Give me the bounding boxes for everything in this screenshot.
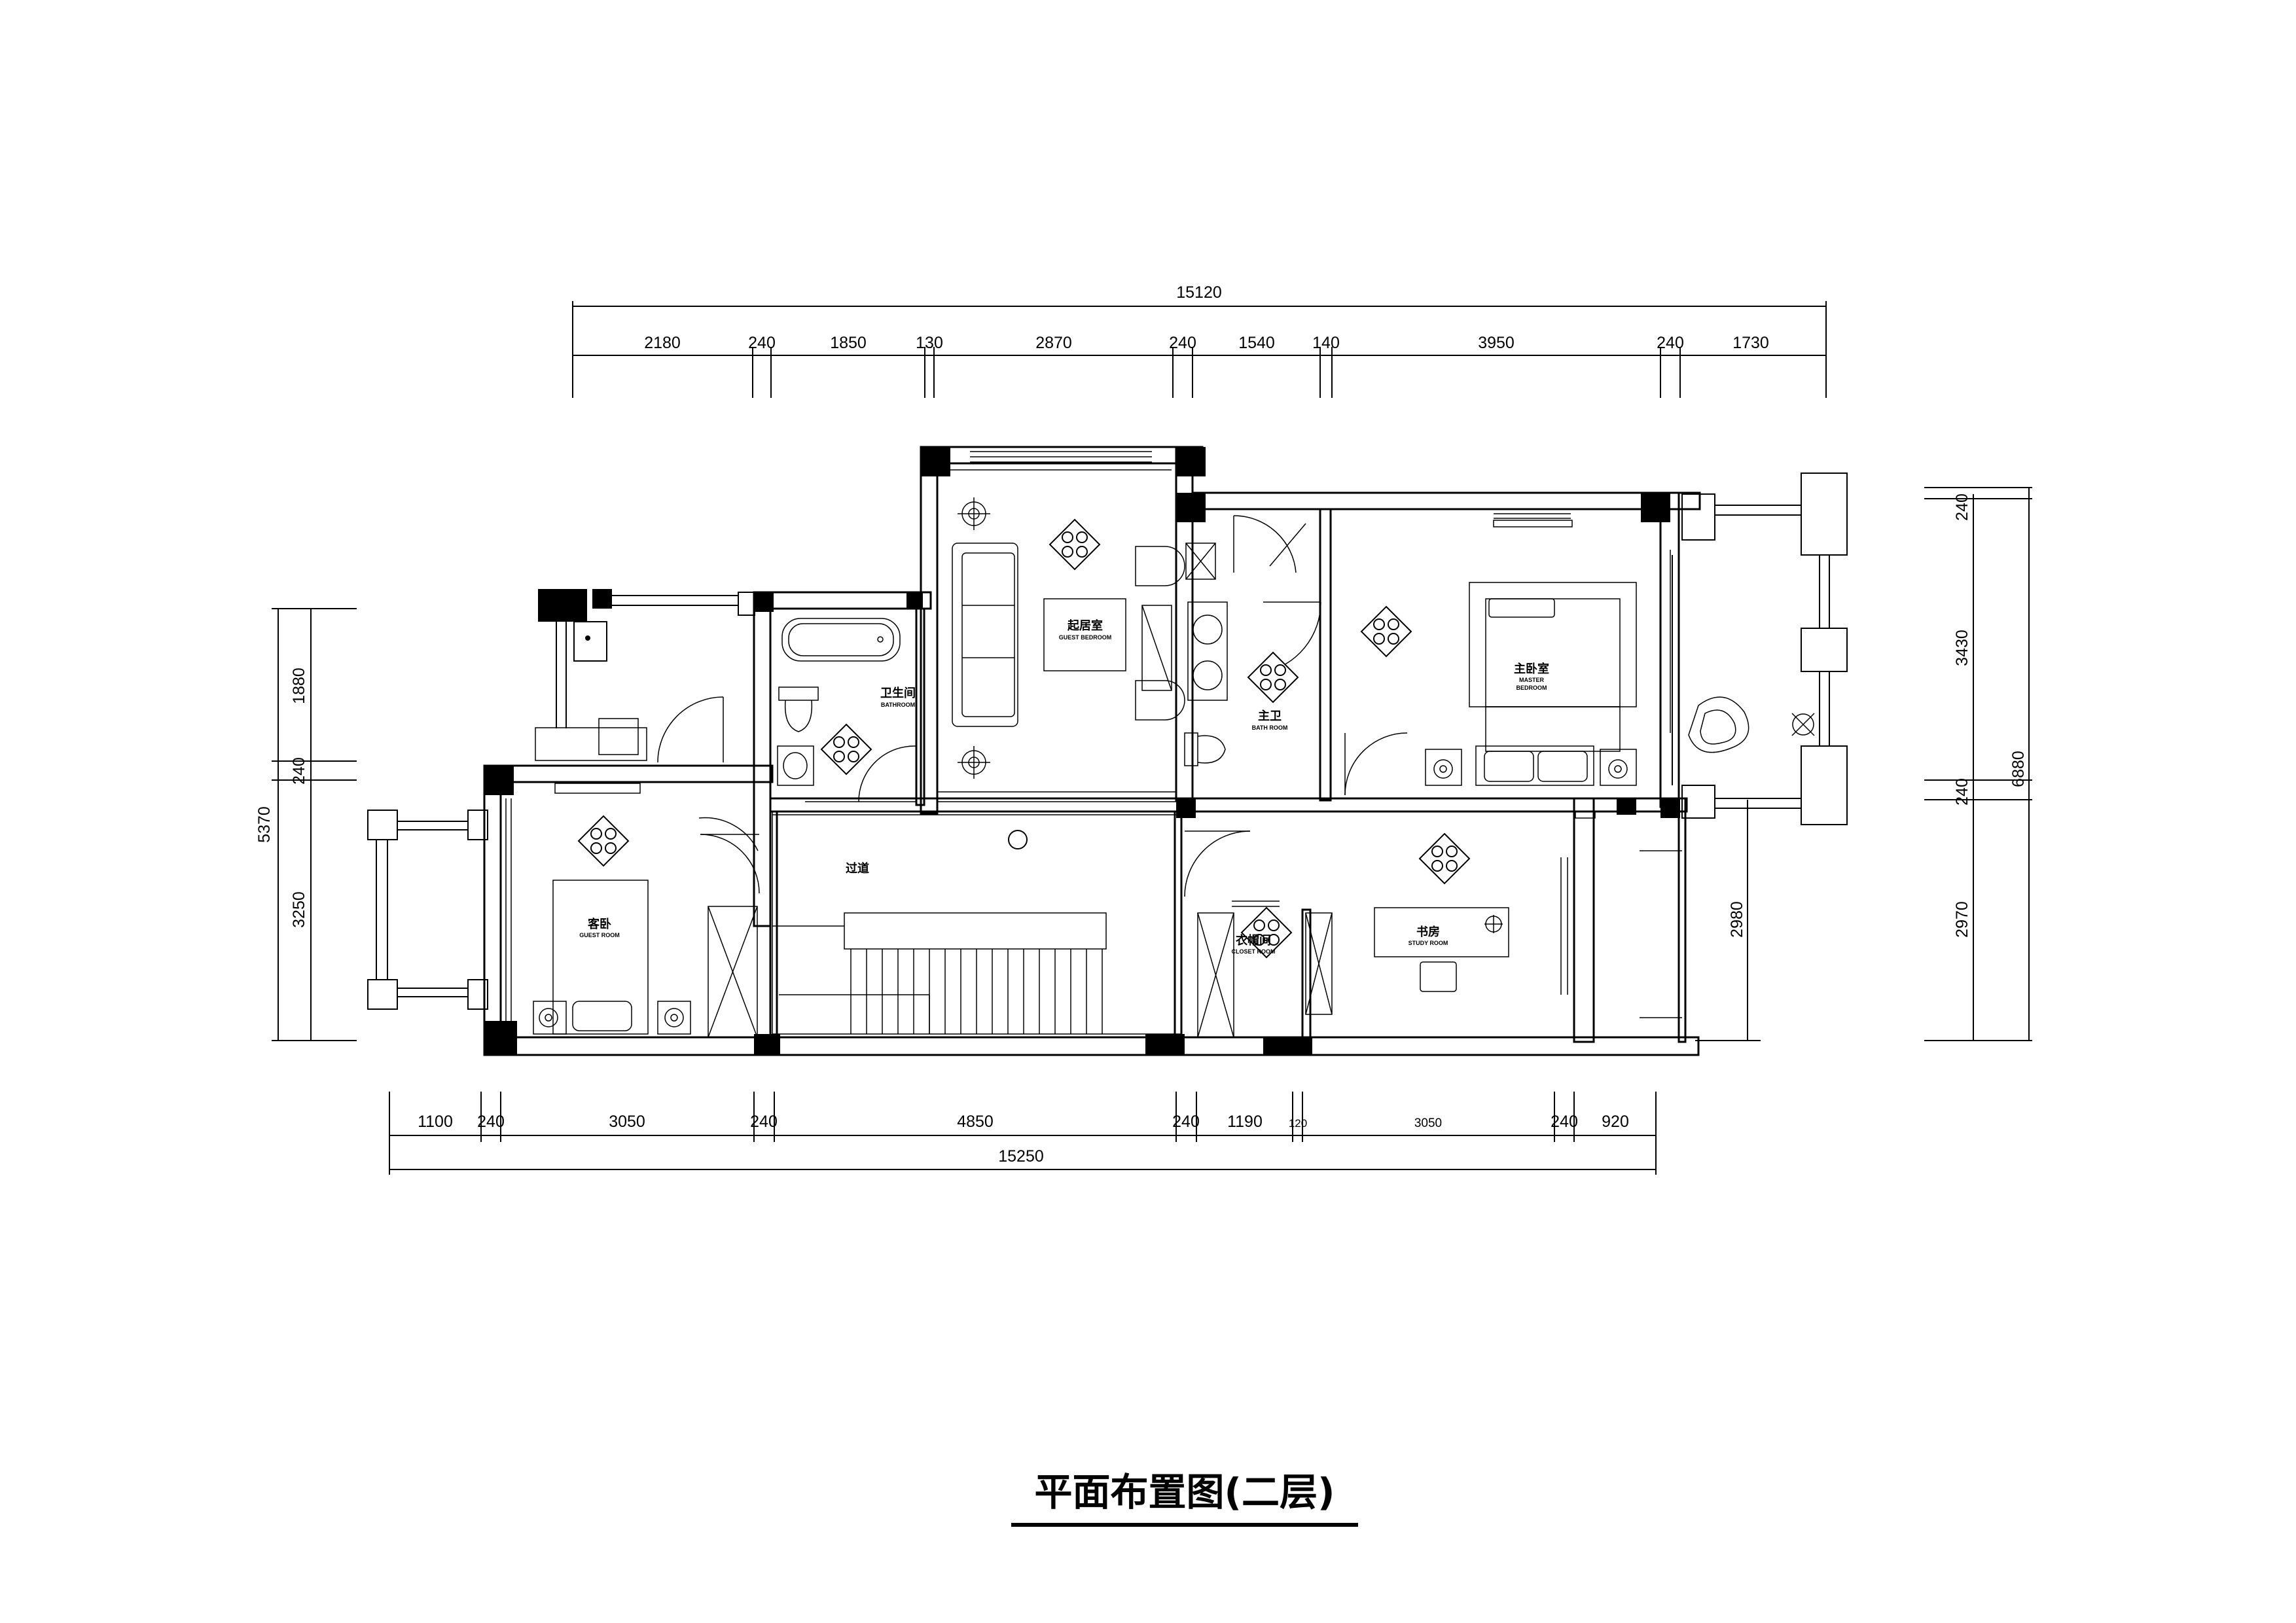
top-dim-7: 1540 — [1238, 334, 1275, 352]
bottom-dim-1: 1100 — [418, 1113, 453, 1131]
bathroom-label-en: BATHROOM — [881, 702, 915, 708]
right-dimension-labels: 240 3430 240 2970 6880 2980 — [1728, 493, 2028, 938]
guest-room-label-en: GUEST ROOM — [579, 932, 620, 938]
top-dim-2: 240 — [748, 334, 776, 352]
room-labels: 起居室 GUEST BEDROOM 卫生间 BATHROOM 主卫 BATH R… — [579, 618, 1549, 955]
top-dim-9: 3950 — [1478, 334, 1515, 352]
bottom-dim-2: 240 — [477, 1113, 505, 1131]
right-dim-4: 2970 — [1953, 901, 1971, 938]
left-dim-2: 240 — [290, 757, 308, 785]
corridor-label: 过道 — [846, 861, 869, 876]
top-dimension-lines — [572, 301, 1827, 398]
bottom-total-dim: 15250 — [998, 1147, 1044, 1166]
top-dimension-labels: 15120 2180 240 1850 130 2870 240 1540 14… — [644, 283, 1769, 352]
closet-label: 衣帽间 — [1236, 933, 1271, 948]
top-total-dim: 15120 — [1176, 283, 1222, 302]
bathroom-label: 卫生间 — [880, 686, 916, 700]
top-dim-11: 1730 — [1732, 334, 1769, 352]
right-dim-3: 240 — [1953, 778, 1971, 806]
bottom-dim-9: 3050 — [1414, 1116, 1442, 1130]
diamond-tags — [577, 518, 1471, 959]
right-dim-1: 240 — [1953, 493, 1971, 521]
master-bedroom-label: 主卧室 — [1514, 662, 1549, 676]
bottom-dim-10: 240 — [1551, 1113, 1578, 1131]
top-dim-8: 140 — [1312, 334, 1340, 352]
master-bath-label-en: BATH ROOM — [1252, 724, 1288, 731]
closet-label-en: CLOSET ROOM — [1232, 948, 1276, 955]
bottom-dimension-labels: 1100 240 3050 240 4850 240 1190 120 3050… — [418, 1113, 1629, 1166]
master-bath-label: 主卫 — [1258, 709, 1282, 723]
left-dimension-lines — [272, 608, 357, 1041]
master-bedroom-label-en: MASTER — [1519, 677, 1545, 683]
study-label-en: STUDY ROOM — [1408, 940, 1448, 946]
north-west-balcony — [556, 592, 755, 728]
guest-room-label: 客卧 — [588, 917, 611, 931]
left-dim-1: 1880 — [290, 668, 308, 704]
bottom-dim-4: 240 — [750, 1113, 778, 1131]
top-dim-4: 130 — [916, 334, 943, 352]
furniture — [533, 520, 1815, 1035]
drawing-title: 平面布置图(二层) — [1034, 1470, 1335, 1514]
left-dimension-labels: 1880 240 3250 5370 — [255, 668, 308, 928]
windows — [505, 451, 1671, 1021]
right-dim-2: 3430 — [1953, 630, 1971, 666]
right-total-dim: 6880 — [2009, 751, 2028, 787]
right-balcony — [1672, 473, 1848, 825]
left-balcony — [367, 810, 488, 1010]
bottom-dim-8: 120 — [1289, 1117, 1307, 1130]
light-fixtures — [539, 497, 1628, 1027]
study-label: 书房 — [1416, 925, 1440, 939]
left-dim-3: 3250 — [290, 891, 308, 928]
top-dim-1: 2180 — [644, 334, 681, 352]
bottom-dim-11: 920 — [1602, 1113, 1629, 1131]
wardrobes — [708, 543, 1333, 1038]
top-dim-10: 240 — [1657, 334, 1684, 352]
bottom-dimension-lines — [389, 1092, 1657, 1175]
right-inner-dim: 2980 — [1728, 901, 1746, 938]
master-bedroom-label-en2: BEDROOM — [1516, 685, 1547, 691]
living-room-label: 起居室 — [1067, 618, 1103, 633]
bottom-dim-5: 4850 — [957, 1113, 994, 1131]
left-total-dim: 5370 — [255, 806, 274, 843]
bottom-dim-3: 3050 — [609, 1113, 645, 1131]
structural-columns — [484, 447, 1680, 1055]
staircase — [772, 811, 1182, 1035]
living-room-label-en: GUEST BEDROOM — [1059, 634, 1112, 641]
bottom-dim-7: 1190 — [1227, 1113, 1263, 1131]
bottom-dim-6: 240 — [1172, 1113, 1200, 1131]
top-dim-3: 1850 — [830, 334, 867, 352]
top-dim-5: 2870 — [1035, 334, 1072, 352]
right-dimension-lines — [1695, 487, 2032, 1041]
top-dim-6: 240 — [1169, 334, 1196, 352]
